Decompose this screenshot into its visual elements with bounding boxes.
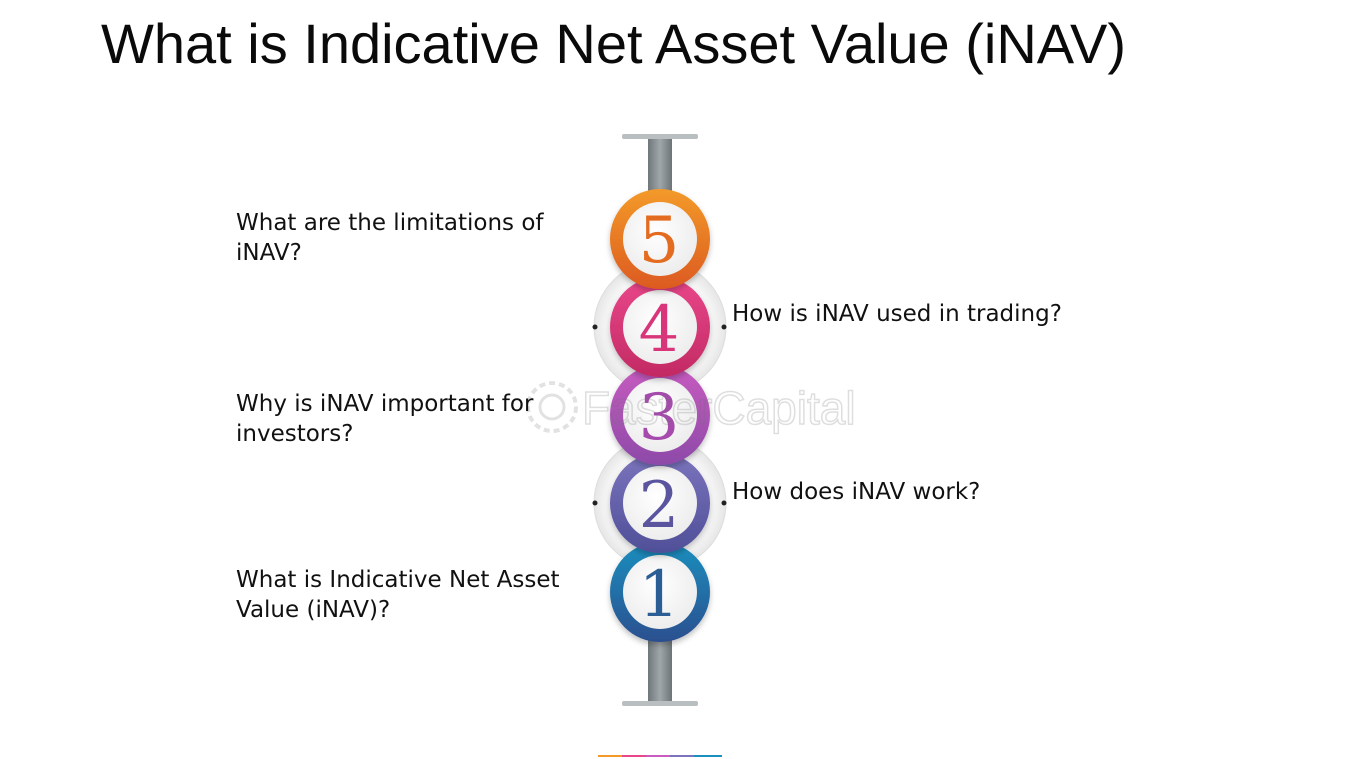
step-5-number: 5	[639, 204, 680, 278]
step-4-label: How is iNAV used in trading?	[732, 301, 1062, 327]
footer-mark	[598, 755, 722, 757]
step-5-ring	[610, 189, 710, 289]
dot-4-left	[592, 324, 598, 330]
step-3-label: Why is iNAV important for investors?	[236, 391, 534, 447]
dot-2-right	[721, 500, 727, 506]
pole-bottom-cap	[622, 701, 698, 706]
step-5-label: What are the limitations of iNAV?	[236, 210, 544, 266]
dot-2-left	[592, 500, 598, 506]
pole-top-cap	[622, 134, 698, 139]
step-1-number: 1	[639, 558, 680, 632]
step-2-ring	[610, 453, 710, 553]
dot-4-right	[721, 324, 727, 330]
watermark-text: FasterCapital	[582, 382, 856, 434]
step-2-label: How does iNAV work?	[732, 479, 981, 505]
step-2-number: 2	[639, 469, 680, 543]
step-1-ring	[610, 542, 710, 642]
step-4-ring	[610, 277, 710, 377]
page-title: What is Indicative Net Asset Value (iNAV…	[101, 12, 1126, 75]
step-1-label: What is Indicative Net Asset Value (iNAV…	[236, 567, 560, 623]
watermark-logo: FasterCapital	[526, 381, 856, 435]
step-3-number: 3	[639, 381, 680, 455]
step-4-number: 4	[639, 293, 680, 367]
step-3-ring	[610, 365, 710, 465]
